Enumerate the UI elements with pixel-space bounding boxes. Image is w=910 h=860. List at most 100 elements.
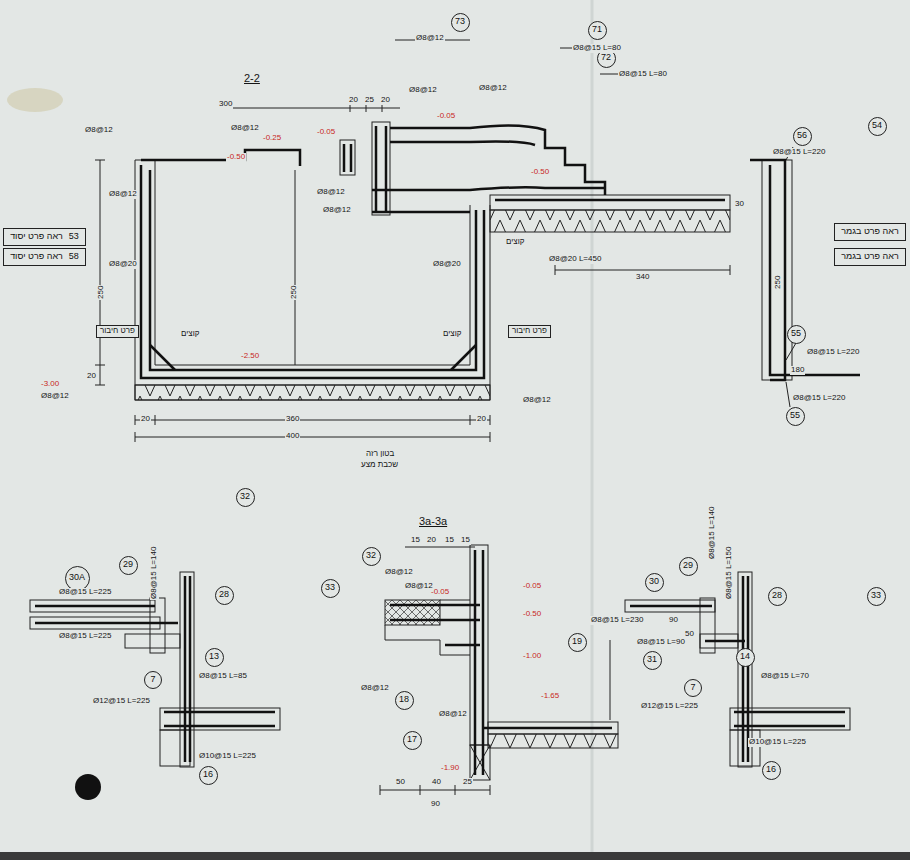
node-text: 55 — [791, 329, 801, 339]
rebar — [750, 160, 785, 380]
callout-number: 13 — [205, 648, 224, 667]
callout-number: 17 — [403, 731, 422, 750]
callout-number: 18 — [395, 691, 414, 710]
elevation-mark: -0.05 — [316, 128, 336, 137]
rebar-spec: 340 — [635, 273, 650, 282]
elevation-mark: -0.50 — [522, 610, 542, 619]
node-text: 56 — [797, 131, 807, 141]
rebar-spec: 15 — [444, 536, 455, 545]
callout-number: 16 — [762, 761, 781, 780]
concrete-outline — [385, 600, 470, 655]
dimension-text: Ø8@15 L=140 — [708, 506, 717, 560]
concrete-outline — [160, 708, 280, 730]
rebar-spec: Ø8@12 — [40, 392, 70, 401]
rebar-spec: Ø12@15 L=225 — [92, 697, 151, 706]
rebar-spec: Ø8@15 L=225 — [58, 632, 112, 641]
rebar — [630, 606, 745, 641]
rebar — [390, 605, 480, 620]
rebar-spec: Ø8@12 — [478, 84, 508, 93]
rebar — [35, 606, 178, 623]
rebar — [150, 345, 476, 370]
node-text: 29 — [683, 561, 693, 571]
rebar-spec: Ø8@12 — [408, 86, 438, 95]
elevation-mark: -0.50 — [530, 168, 550, 177]
rebar-spec: Ø8@12 — [360, 684, 390, 693]
node-text: 7 — [150, 675, 155, 685]
node-text: 31 — [647, 655, 657, 665]
rebar-spec: Ø8@15 L=80 — [572, 44, 622, 53]
dimension-line — [135, 415, 490, 425]
rebar-spec: 30 — [734, 200, 745, 209]
node-text: ראה פרט בגמר — [841, 227, 899, 237]
concrete-outline — [180, 572, 194, 767]
rebar-spec: 25 — [462, 778, 473, 787]
rebar-spec: Ø8@12 — [108, 190, 138, 199]
node-text: 13 — [209, 652, 219, 662]
dimension-text: 250 — [97, 285, 106, 300]
rebar-spec: 20 — [476, 415, 487, 424]
callout-number: 55 — [787, 325, 806, 344]
rebar-spec: 25 — [364, 96, 375, 105]
callout-number: 16 — [199, 766, 218, 785]
sheet-edge — [0, 852, 910, 860]
reference-box: ראה פרט יסוד53 — [3, 228, 86, 246]
rebar — [743, 576, 748, 762]
rebar-spec: 20 — [380, 96, 391, 105]
node-text: 32 — [366, 551, 376, 561]
elevation-mark: -1.90 — [440, 764, 460, 773]
rebar-spec: Ø8@15 L=220 — [792, 394, 846, 403]
note-box: פרט חיבור — [508, 325, 551, 338]
concrete-outline — [762, 160, 792, 380]
rebar-spec: 40 — [431, 778, 442, 787]
elevation-mark: -0.50 — [226, 153, 246, 162]
elevation-mark: -0.05 — [430, 588, 450, 597]
elevation-mark: -2.50 — [240, 352, 260, 361]
rebar-spec: Ø10@15 L=225 — [198, 752, 257, 761]
node-text: 30A — [69, 573, 85, 583]
callout-number: 32 — [236, 488, 255, 507]
dimension-line — [405, 547, 475, 548]
rebar — [185, 576, 190, 762]
callout-number: 14 — [736, 648, 755, 667]
elevation-mark: -0.25 — [262, 134, 282, 143]
dimension-text: 250 — [774, 275, 783, 290]
rebar-spec: Ø8@12 — [322, 206, 352, 215]
node-text: 19 — [572, 637, 582, 647]
concrete-outline — [135, 160, 490, 400]
rebar-spec: Ø8@15 L=90 — [636, 638, 686, 647]
node-text: 33 — [325, 583, 335, 593]
dimension-line — [230, 104, 400, 112]
node-text: 30 — [649, 577, 659, 587]
node-text: 28 — [772, 591, 782, 601]
node-text: 7 — [690, 683, 695, 693]
section-title: 3a-3a — [418, 515, 448, 527]
rebar-spec: Ø8@20 — [108, 260, 138, 269]
callout-number: 31 — [643, 651, 662, 670]
reference-box: ראה פרט בגמר — [834, 223, 906, 241]
rebar — [376, 126, 386, 212]
dimension-text: Ø8@15 L=140 — [150, 546, 159, 600]
node-text: 14 — [740, 652, 750, 662]
rebar-spec: Ø8@12 — [84, 126, 114, 135]
rebar-spec: Ø8@20 — [432, 260, 462, 269]
rebar-spec: 20 — [86, 372, 97, 381]
rebar-spec: 50 — [684, 630, 695, 639]
callout-number: 54 — [868, 117, 887, 136]
rebar-spec: Ø8@12 — [384, 568, 414, 577]
node-text: 54 — [872, 121, 882, 131]
concrete-outline — [125, 634, 180, 648]
rebar-spec: Ø8@12 — [230, 124, 260, 133]
lean-concrete — [135, 385, 490, 400]
rebar-spec: 400 — [285, 432, 300, 441]
rebar — [344, 144, 351, 172]
rebar-spec: קוצים — [180, 330, 201, 339]
rebar-spec: Ø8@20 L=450 — [548, 255, 602, 264]
node-text: 16 — [766, 765, 776, 775]
dimension-line — [610, 640, 611, 720]
callout-number: 71 — [588, 21, 607, 40]
rebar-spec: 50 — [395, 778, 406, 787]
rebar — [475, 550, 483, 775]
rebar-spec: Ø8@15 L=70 — [760, 672, 810, 681]
rebar-spec: Ø8@12 — [415, 34, 445, 43]
